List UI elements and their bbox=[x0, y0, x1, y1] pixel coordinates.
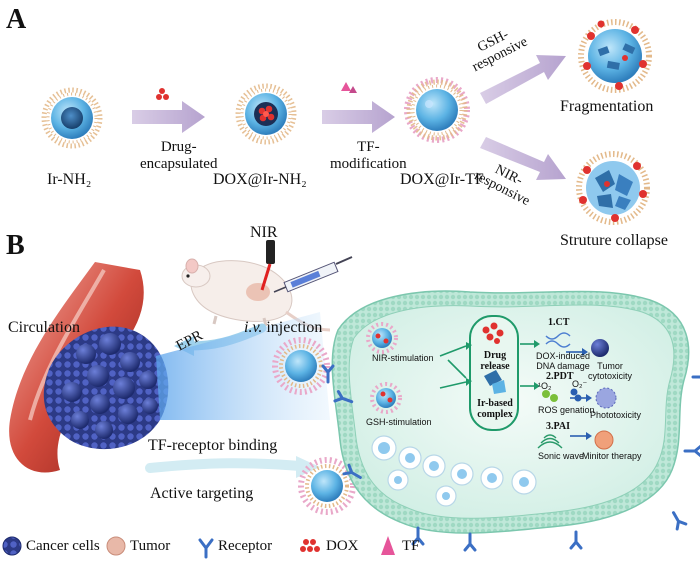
step2-label: DOX@Ir-NH₂ bbox=[213, 171, 307, 188]
iv-italic: i.v. bbox=[244, 319, 263, 336]
pai-text: 3.PAI bbox=[546, 421, 570, 432]
nir-text: NIR bbox=[250, 224, 278, 241]
circulation-text: Circulation bbox=[8, 319, 80, 336]
ros-text: ROS genation bbox=[538, 405, 595, 415]
targeting-particle-bottom bbox=[298, 457, 356, 515]
drug-release-text: Drug release bbox=[480, 350, 510, 372]
receptors bbox=[321, 364, 700, 552]
legend-label-dox: DOX bbox=[326, 538, 359, 554]
pdt-text: 2.PDT bbox=[546, 371, 574, 382]
gsh-branch-arrow bbox=[480, 55, 566, 104]
singlet-oxygen-text: ¹O₂ bbox=[538, 381, 552, 391]
arrow1-label: Drug- encapsulated bbox=[140, 139, 218, 173]
dox-ir-nh2-nanoparticle bbox=[238, 86, 294, 142]
legend-receptor-icon bbox=[198, 538, 214, 559]
superoxide-text: O₂⁻ bbox=[572, 379, 588, 389]
ct-text: 1.CT bbox=[548, 317, 570, 328]
nir-branch-arrow bbox=[480, 137, 566, 180]
binding-text: TF-receptor binding bbox=[148, 437, 278, 454]
pathway-arrows bbox=[439, 340, 592, 440]
legend-tf-icon bbox=[381, 536, 395, 555]
sonic-wave-icon bbox=[537, 434, 563, 449]
ct-result-text: Tumor cytotoxicity bbox=[588, 361, 633, 381]
dox-dots-icon bbox=[156, 88, 169, 100]
dox-ir-tf-nanoparticle bbox=[404, 77, 470, 143]
fragmentation-particle bbox=[578, 19, 652, 93]
targeting-particle-top bbox=[272, 337, 330, 395]
phototoxicity-text: Phototoxicity bbox=[590, 410, 642, 420]
ros-icon bbox=[542, 388, 582, 402]
tf-modification-arrow bbox=[322, 101, 395, 133]
ir-complex-text: Ir-based complex bbox=[477, 398, 513, 420]
monitor-therapy-text: Minitor therapy bbox=[582, 451, 642, 461]
legend-label-cancer-cells: Cancer cells bbox=[26, 538, 100, 554]
legend-label-receptor: Receptor bbox=[218, 538, 273, 554]
dna-icon bbox=[545, 332, 571, 348]
legend-label-tf: TF bbox=[402, 538, 420, 554]
ir-complex-icon bbox=[484, 370, 506, 394]
injection-text: injection bbox=[262, 319, 323, 336]
arrow2-label: TF- modification bbox=[330, 139, 407, 173]
cancer-cell-cluster bbox=[43, 326, 169, 450]
drug-encapsulation-arrow bbox=[132, 101, 205, 133]
targeting-text: Active targeting bbox=[150, 485, 254, 502]
panel-b-label: B bbox=[6, 230, 25, 261]
syringe-icon bbox=[273, 256, 353, 293]
ct-effect-text: DOX-induced DNA damage bbox=[536, 351, 591, 371]
fragmentation-label: Fragmentation bbox=[560, 98, 654, 115]
targeting-beam bbox=[156, 312, 330, 420]
tf-triangles-icon bbox=[341, 82, 357, 93]
sonic-wave-text: Sonic wave bbox=[538, 451, 585, 461]
step3-label: DOX@Ir-TF bbox=[400, 171, 484, 188]
tumor-cytotoxicity-icon bbox=[591, 339, 609, 357]
internal-particle-nir bbox=[366, 322, 398, 354]
gsh-stimulation-text: GSH-stimulation bbox=[366, 417, 432, 427]
drug-release-icon bbox=[482, 322, 504, 344]
nir-laser-icon bbox=[260, 240, 275, 291]
legend-tumor-icon bbox=[106, 536, 126, 556]
internal-particle-gsh bbox=[370, 382, 402, 414]
phototoxicity-icon bbox=[595, 387, 617, 409]
nir-stimulation-text: NIR-stimulation bbox=[372, 353, 434, 363]
binding-arrow bbox=[145, 458, 305, 473]
endosome-vesicles bbox=[371, 435, 537, 507]
legend-label-tumor: Tumor bbox=[130, 538, 171, 554]
collapse-particle bbox=[576, 151, 650, 225]
monitor-therapy-icon bbox=[594, 430, 614, 450]
collapse-label: Struture collapse bbox=[560, 232, 668, 249]
panel-a-label: A bbox=[6, 4, 27, 35]
legend-dox-icon bbox=[300, 539, 320, 552]
legend-cancer-cell-icon bbox=[2, 536, 22, 556]
iv-injection-text: i.v. injection bbox=[244, 320, 322, 336]
step1-label: Ir-NH₂ bbox=[47, 171, 92, 188]
ir-nh2-nanoparticle bbox=[44, 90, 100, 146]
